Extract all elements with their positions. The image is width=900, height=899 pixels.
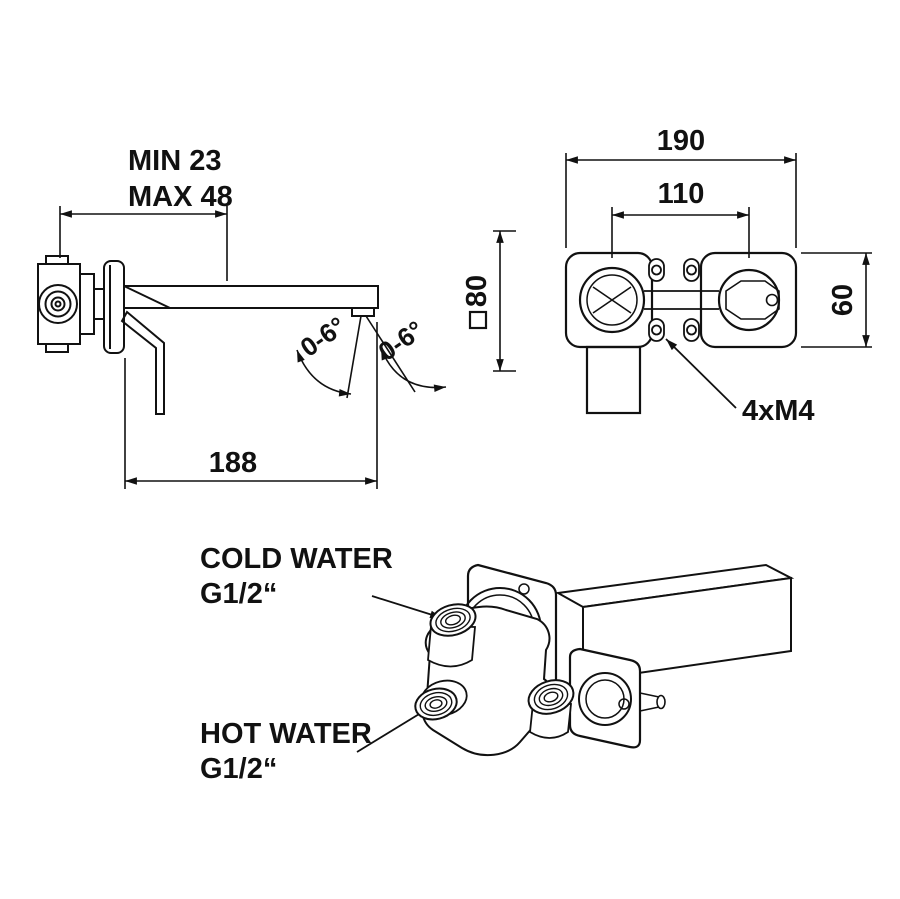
angle-reference-line (346, 315, 362, 399)
mounting-ear (683, 258, 700, 282)
valve-cap-top (45, 255, 69, 265)
second-valve-stub (527, 679, 575, 739)
angle-arc (380, 347, 447, 393)
screws-label: 4xM4 (742, 395, 815, 427)
hot-water-thread-label: G1/2“ (200, 753, 277, 785)
mounting-ears (648, 258, 700, 342)
inlet-thread (424, 696, 448, 712)
spout-angle-right-label: 0-6° (373, 315, 430, 367)
inlet-thread (419, 691, 453, 717)
spout-side (123, 285, 379, 309)
overall-width-label: 190 (657, 125, 705, 157)
mounting-depth-dimension (59, 206, 228, 281)
side-view: MIN 23 MAX 48 0-6° 0-6° (37, 145, 447, 489)
plate-height-label: 60 (827, 284, 859, 316)
rough-in-size-dimension (493, 230, 516, 372)
wall-plate-side (103, 260, 125, 354)
valve-circle (50, 296, 66, 312)
spout-angle-left-label: 0-6° (295, 311, 352, 363)
stub-thread (533, 683, 569, 711)
right-valve-circle (717, 268, 781, 332)
plate-height-dimension (801, 252, 872, 348)
hot-water-arrow (356, 707, 430, 753)
side-screw (639, 692, 666, 712)
cold-water-inlet (427, 603, 477, 668)
inlet-thread (429, 699, 443, 709)
screw-shaft-line (639, 706, 660, 712)
mounting-ear (683, 318, 700, 342)
handle-side (120, 310, 165, 415)
screw-hole (686, 264, 697, 276)
valve-spacing-label: 110 (658, 178, 705, 210)
perspective-view: COLD WATER G1/2“ HOT WATER G1/2“ (200, 543, 795, 785)
spout-taper-line (123, 285, 171, 309)
valve-seat-cross (592, 286, 632, 314)
left-valve-circle (578, 266, 646, 334)
overall-width-dimension (565, 153, 797, 248)
second-plate-3d (568, 647, 642, 749)
screws-leader-line (665, 338, 737, 409)
second-plate-hole (618, 698, 630, 710)
mounting-ear (648, 318, 665, 342)
mounting-ear (648, 258, 665, 282)
valve-step (79, 273, 95, 335)
square-symbol (468, 310, 488, 330)
valve-body-side (37, 263, 81, 345)
screw-hole (651, 264, 662, 276)
cold-water-arrow (371, 595, 443, 619)
spout-length-dimension (124, 322, 378, 489)
right-plate (699, 251, 798, 349)
cold-water-label: COLD WATER (200, 543, 393, 575)
hot-water-inlet (414, 679, 468, 721)
faucet-side-outline (37, 255, 379, 415)
rough-in-box (585, 345, 642, 415)
mounting-depth-min-label: MIN 23 (128, 145, 221, 177)
screw-hole (651, 324, 662, 336)
stub-rim (527, 679, 575, 715)
mounting-plates-front (564, 251, 798, 349)
screw-hole (686, 324, 697, 336)
spout-length-label: 188 (209, 447, 257, 479)
spout-outlet (351, 307, 375, 317)
handle-front-outline (725, 280, 780, 320)
inlet-cylinder (427, 625, 476, 668)
screw-shaft-line (639, 692, 660, 698)
valve-circle (44, 290, 72, 318)
valve-cap-bottom (45, 343, 69, 353)
handle-pin (765, 293, 779, 307)
front-view: 190 110 80 (461, 125, 872, 427)
inlet-rim (429, 603, 477, 637)
valve-spacing-dimension (611, 207, 750, 258)
valve-circle (38, 284, 78, 324)
angle-arc (296, 349, 352, 397)
hot-water-label: HOT WATER (200, 718, 372, 750)
second-valve-opening (578, 672, 632, 726)
mounting-depth-max-label: MAX 48 (128, 181, 233, 213)
inlet-thread (435, 607, 471, 633)
spout-angle-annotation (296, 315, 447, 399)
rough-in-size-label: 80 (461, 275, 493, 307)
screw-head (656, 694, 666, 710)
spout-3d (554, 563, 795, 683)
inlet-thread (440, 611, 466, 629)
inlet-thread (444, 614, 462, 626)
cold-water-thread-label: G1/2“ (200, 578, 277, 610)
stub-thread (538, 687, 564, 707)
valve-circle (54, 300, 62, 308)
stub-thread (543, 691, 559, 703)
left-valve-circle-inner (586, 274, 638, 326)
plate-top-hole (518, 583, 530, 595)
